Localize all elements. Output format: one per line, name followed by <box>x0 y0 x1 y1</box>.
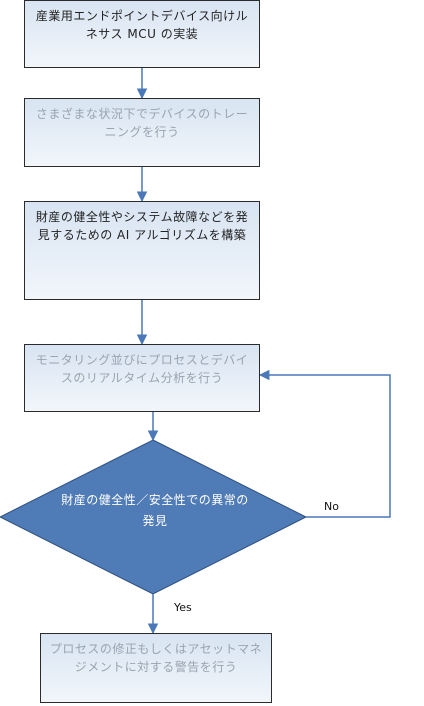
step-5-box: プロセスの修正もしくはアセットマネジメントに対する警告を行う <box>40 633 272 703</box>
decision-label: 財産の健全性／安全性での異常の発見 <box>61 493 249 528</box>
step-1-box: 産業用エンドポイントデバイス向けルネサス MCU の実装 <box>24 0 260 68</box>
step-1-label: 産業用エンドポイントデバイス向けルネサス MCU の実装 <box>35 9 249 41</box>
branch-no-label: No <box>324 500 339 513</box>
step-2-label: さまざまな状況下でデバイスのトレーニングを行う <box>35 107 249 139</box>
step-5-label: プロセスの修正もしくはアセットマネジメントに対する警告を行う <box>49 642 263 674</box>
arrow-decision-no-loop <box>258 369 391 518</box>
step-4-box: モニタリング並びにプロセスとデバイスのリアルタイム分析を行う <box>24 344 260 412</box>
step-2-box: さまざまな状況下でデバイスのトレーニングを行う <box>24 98 260 167</box>
step-4-label: モニタリング並びにプロセスとデバイスのリアルタイム分析を行う <box>35 353 249 385</box>
step-3-label: 財産の健全性やシステム故障などを発見するための AI アルゴリズムを構築 <box>35 210 249 242</box>
branch-yes-label: Yes <box>174 601 192 614</box>
step-3-box: 財産の健全性やシステム故障などを発見するための AI アルゴリズムを構築 <box>24 201 260 300</box>
